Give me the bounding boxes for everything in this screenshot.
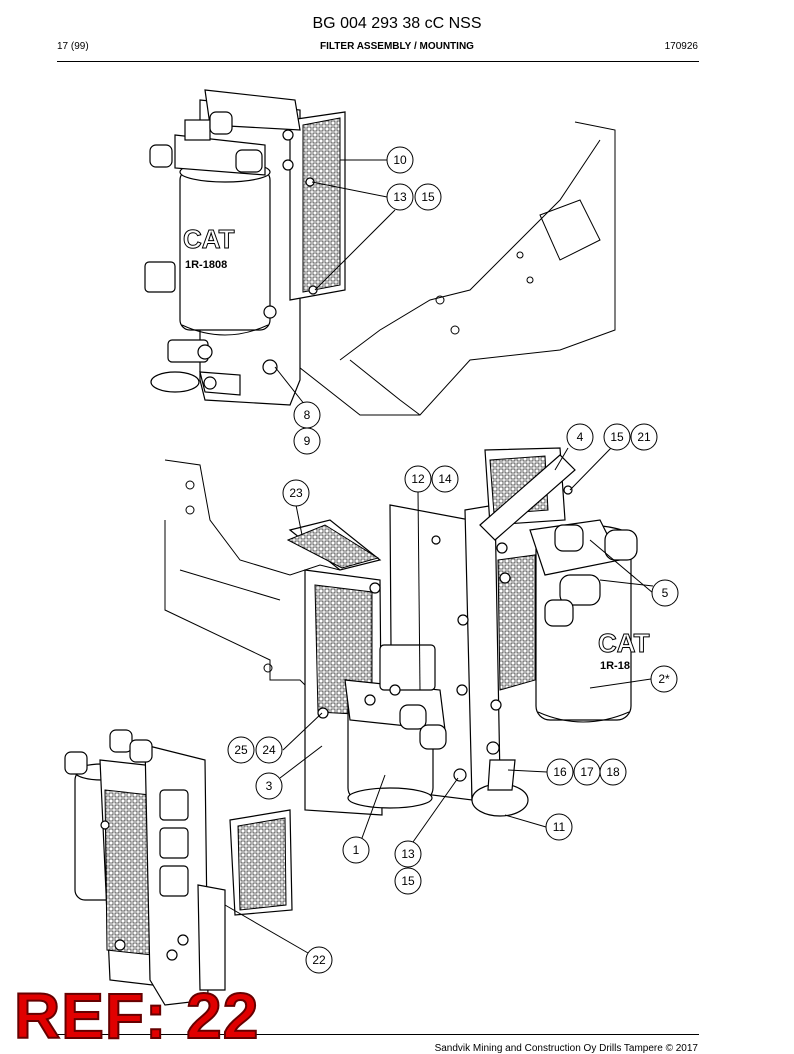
svg-text:9: 9 bbox=[304, 434, 311, 448]
svg-text:3: 3 bbox=[266, 779, 273, 793]
svg-text:10: 10 bbox=[393, 153, 407, 167]
main-assembly-drawing: CAT 1R-18 bbox=[164, 447, 650, 817]
callout-10: 10 bbox=[386, 146, 414, 174]
svg-text:17: 17 bbox=[580, 765, 594, 779]
callout-16: 16 bbox=[546, 758, 574, 786]
callout-1: 1 bbox=[342, 836, 370, 864]
filter-brand-label: CAT bbox=[183, 224, 235, 254]
svg-text:1: 1 bbox=[353, 843, 360, 857]
footer-copyright: Sandvik Mining and Construction Oy Drill… bbox=[434, 1043, 698, 1054]
right-filter-brand-label: CAT bbox=[598, 628, 650, 658]
filter-part-number: 1R-1808 bbox=[185, 259, 227, 271]
callout-4: 4 bbox=[566, 423, 594, 451]
svg-text:14: 14 bbox=[438, 472, 452, 486]
callout-18: 18 bbox=[599, 758, 627, 786]
top-assembly-drawing: CAT 1R-1808 bbox=[144, 89, 616, 416]
callout-13-bottom: 13 bbox=[394, 840, 422, 868]
callout-15-mid: 15 bbox=[603, 423, 631, 451]
bottom-left-assembly-drawing bbox=[64, 729, 293, 1006]
document-date: 170926 bbox=[664, 41, 698, 52]
svg-text:22: 22 bbox=[312, 953, 326, 967]
page-title: FILTER ASSEMBLY / MOUNTING bbox=[320, 41, 474, 52]
svg-text:15: 15 bbox=[610, 430, 624, 444]
svg-text:25: 25 bbox=[234, 743, 248, 757]
svg-text:13: 13 bbox=[393, 190, 407, 204]
footer-rule bbox=[57, 1034, 699, 1035]
svg-text:13: 13 bbox=[401, 847, 415, 861]
svg-text:23: 23 bbox=[289, 486, 303, 500]
svg-text:18: 18 bbox=[606, 765, 620, 779]
callout-9: 9 bbox=[293, 427, 321, 455]
callout-22: 22 bbox=[305, 946, 333, 974]
callout-24: 24 bbox=[255, 736, 283, 764]
page-number: 17 (99) bbox=[57, 41, 89, 52]
svg-text:11: 11 bbox=[553, 820, 566, 834]
document-code: BG 004 293 38 cC NSS bbox=[312, 15, 482, 32]
callout-15-bottom: 15 bbox=[394, 867, 422, 895]
svg-text:5: 5 bbox=[662, 586, 669, 600]
svg-text:12: 12 bbox=[411, 472, 425, 486]
callout-25: 25 bbox=[227, 736, 255, 764]
callout-3: 3 bbox=[255, 772, 283, 800]
ref-stamp: REF: 22 bbox=[13, 980, 260, 1052]
svg-text:15: 15 bbox=[401, 874, 415, 888]
right-filter-part-number: 1R-18 bbox=[600, 660, 630, 672]
svg-text:24: 24 bbox=[262, 743, 276, 757]
callout-12: 12 bbox=[404, 465, 432, 493]
svg-text:21: 21 bbox=[637, 430, 651, 444]
callout-15-top: 15 bbox=[414, 183, 442, 211]
callout-2: 2* bbox=[650, 665, 678, 693]
callout-14: 14 bbox=[431, 465, 459, 493]
svg-text:16: 16 bbox=[553, 765, 567, 779]
callout-17: 17 bbox=[573, 758, 601, 786]
svg-text:2*: 2* bbox=[658, 672, 670, 686]
callout-11: 11 bbox=[545, 813, 573, 841]
svg-text:4: 4 bbox=[577, 430, 584, 444]
svg-text:8: 8 bbox=[304, 408, 311, 422]
header-rule bbox=[57, 61, 699, 62]
svg-text:15: 15 bbox=[421, 190, 435, 204]
callout-5: 5 bbox=[651, 579, 679, 607]
callout-13-top: 13 bbox=[386, 183, 414, 211]
leader-lines bbox=[224, 159, 654, 954]
callout-8: 8 bbox=[293, 401, 321, 429]
callout-21: 21 bbox=[630, 423, 658, 451]
callout-23: 23 bbox=[282, 479, 310, 507]
